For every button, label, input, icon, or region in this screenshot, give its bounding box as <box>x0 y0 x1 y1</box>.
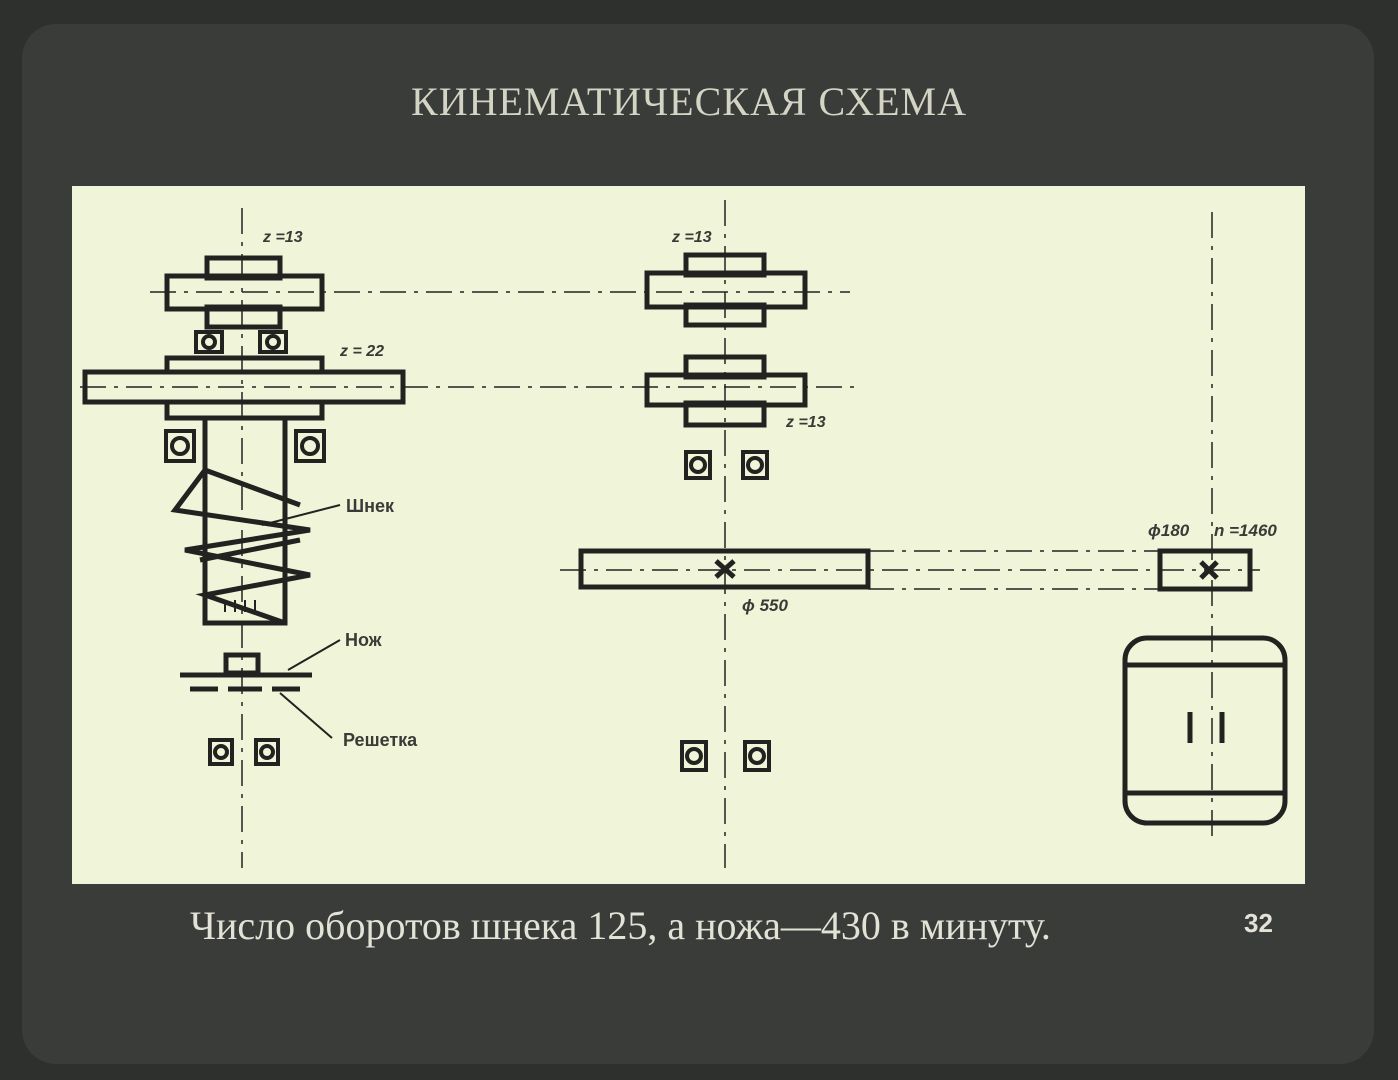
motor-speed: n =1460 <box>1214 521 1277 540</box>
mid-top-gear-teeth: z =13 <box>671 229 712 246</box>
page-number: 32 <box>1244 908 1273 938</box>
small-pulley-diameter: ϕ180 <box>1148 521 1190 540</box>
electric-motor <box>1122 635 1288 826</box>
knife <box>180 652 312 678</box>
left-mid-bearings <box>164 429 326 463</box>
left-big-gear-shaft <box>82 355 406 421</box>
mid-upper-bearings <box>684 450 769 480</box>
auger-hatch <box>224 600 256 612</box>
auger <box>170 415 311 626</box>
mid-top-gear <box>644 252 808 328</box>
mid-lower-gear <box>644 354 808 428</box>
left-top-gear <box>164 255 325 330</box>
knife-label: Нож <box>345 630 382 650</box>
mid-lower-gear-teeth: z =13 <box>785 414 826 431</box>
center-lines <box>80 200 1260 868</box>
big-pulley-diameter: ϕ 550 <box>742 596 789 615</box>
slide-caption: Число оборотов шнека 125, а ножа—430 в м… <box>190 903 1051 948</box>
left-top-gear-teeth: z =13 <box>262 229 303 246</box>
kinematic-diagram: Шнек Нож Решетка z =13 z = 22 z =13 z =1… <box>72 186 1305 884</box>
grate-label: Решетка <box>343 730 418 750</box>
left-upper-bearings <box>194 330 288 354</box>
leader-lines <box>261 504 341 739</box>
diagram-canvas: Шнек Нож Решетка z =13 z = 22 z =13 z =1… <box>80 200 1288 868</box>
big-pulley <box>578 548 871 590</box>
left-bottom-bearings <box>208 738 280 766</box>
small-pulley <box>1157 548 1253 592</box>
mid-bottom-bearings <box>680 740 771 772</box>
auger-label: Шнек <box>346 496 395 516</box>
slide-title: КИНЕМАТИЧЕСКАЯ СХЕМА <box>411 79 967 124</box>
left-big-gear-teeth: z = 22 <box>339 343 384 360</box>
